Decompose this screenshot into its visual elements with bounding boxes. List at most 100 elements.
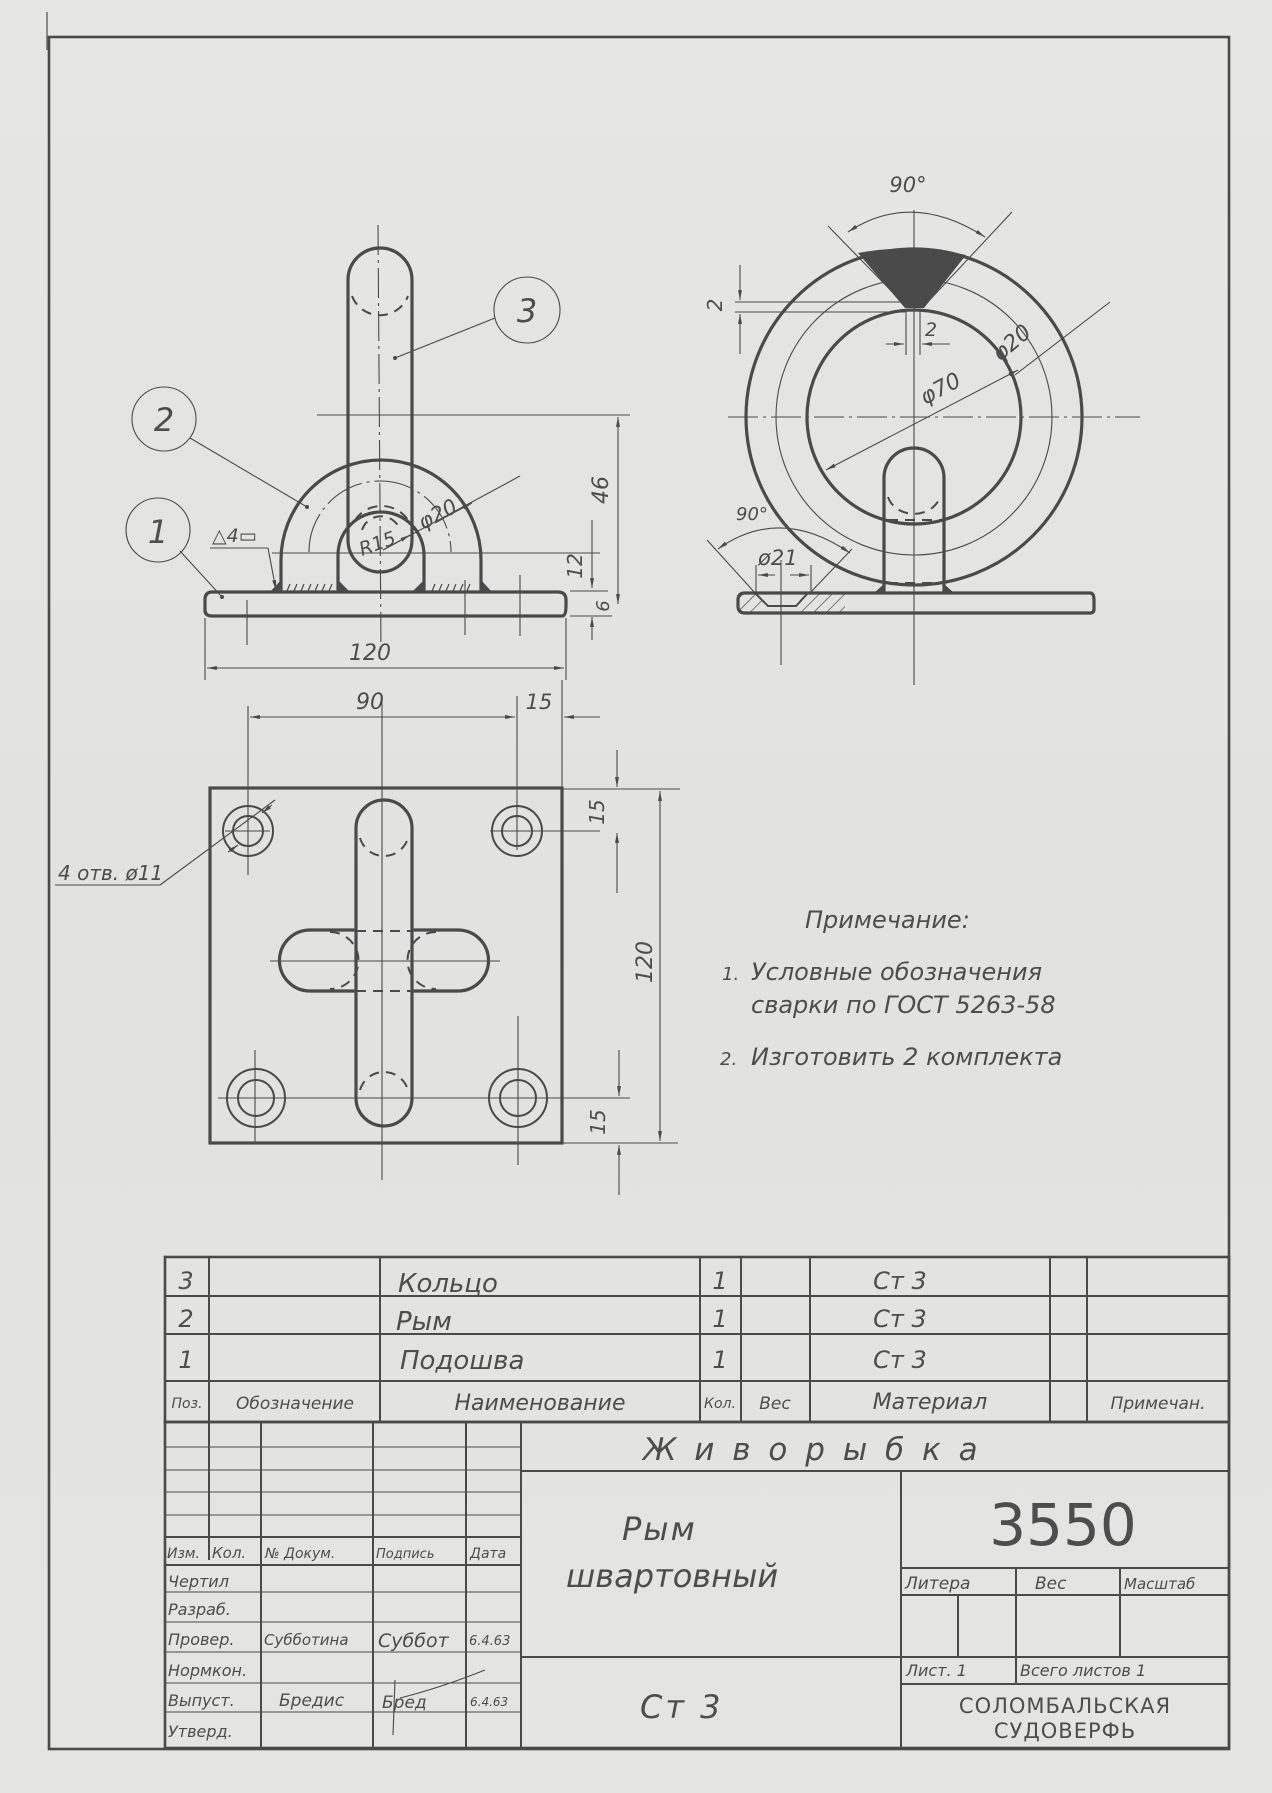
svg-text:Кольцо: Кольцо — [398, 1269, 498, 1299]
bolt-holes — [218, 805, 630, 1165]
svg-text:Разраб.: Разраб. — [168, 1600, 231, 1619]
svg-text:6.4.63: 6.4.63 — [469, 1634, 510, 1649]
weld-symbol-label: △4▭ — [212, 525, 257, 547]
svg-text:Выпуст.: Выпуст. — [168, 1691, 235, 1710]
approval-row: Утверд. — [168, 1722, 233, 1741]
plan-view: 90 15 15 120 15 4 отв. ø11 — [55, 680, 680, 1195]
parts-row: 3 Кольцо 1 Ст 3 — [178, 1267, 926, 1299]
side-view: 90° 2 2 φ70 φ20 90° ø21 — [703, 173, 1140, 685]
svg-text:1: 1 — [148, 513, 168, 551]
svg-text:Нормкон.: Нормкон. — [168, 1661, 247, 1680]
svg-text:Ст 3: Ст 3 — [873, 1346, 927, 1374]
sheet-label: Лист. 1 — [905, 1661, 967, 1680]
title-line-1: Рым — [622, 1510, 697, 1548]
base-plate-outline — [203, 590, 568, 618]
svg-text:Провер.: Провер. — [168, 1630, 235, 1649]
signature: Бред — [382, 1693, 427, 1713]
notes-heading: Примечание: — [805, 906, 970, 934]
edge-offset-h-dim: 15 — [526, 690, 553, 714]
plate-outline — [208, 786, 564, 1145]
diameter-dim: φ20 — [414, 494, 461, 534]
hole-spacing-dim: 90 — [356, 690, 384, 715]
gap-h-dim: 2 — [925, 319, 937, 341]
note-2: Изготовить 2 комплекта — [751, 1043, 1062, 1071]
svg-text:Кол.: Кол. — [704, 1396, 736, 1412]
project-name: Ж и в о р ы б к а — [641, 1432, 982, 1468]
parts-row: 1 Подошва 1 Ст 3 — [178, 1346, 926, 1376]
parts-row: 2 Рым 1 Ст 3 — [178, 1305, 926, 1337]
parts-list-header: Поз. Обозначение Наименование Кол. Вес М… — [172, 1390, 1206, 1416]
svg-text:Материал: Материал — [873, 1390, 988, 1415]
svg-text:1: 1 — [712, 1267, 727, 1295]
parts-list: 3 Кольцо 1 Ст 3 2 Рым 1 Ст 3 1 Подошва 1… — [163, 1255, 1231, 1424]
svg-text:Вес: Вес — [759, 1394, 791, 1414]
total-sheets-label: Всего листов 1 — [1020, 1661, 1146, 1680]
radius-dim: R15 — [356, 527, 399, 560]
edge-offset-bottom-dim: 15 — [586, 1109, 610, 1134]
revision-header: Изм. Кол. № Докум. Подпись Дата — [167, 1544, 506, 1562]
svg-text:Подошва: Подошва — [400, 1346, 524, 1376]
height-6-dim: 6 — [593, 600, 614, 611]
svg-text:Ст 3: Ст 3 — [873, 1305, 927, 1333]
callout-3: 3 — [393, 276, 561, 360]
height-12-dim: 12 — [563, 553, 587, 578]
svg-text:1: 1 — [712, 1305, 727, 1333]
svg-text:Подпись: Подпись — [376, 1547, 434, 1562]
callout-1: 1 — [125, 497, 224, 599]
approval-row: Нормкон. — [168, 1661, 247, 1680]
svg-text:№ Докум.: № Докум. — [264, 1546, 335, 1562]
title-line-2: швартовный — [566, 1557, 778, 1595]
svg-text:Дата: Дата — [469, 1546, 506, 1562]
angle-countersink-dim: 90° — [736, 504, 768, 525]
title-block: Изм. Кол. № Докум. Подпись Дата Чертил Р… — [163, 1420, 1231, 1750]
svg-text:6.4.63: 6.4.63 — [470, 1695, 508, 1709]
approval-row: Выпуст. Бредис Бред 6.4.63 — [168, 1691, 508, 1713]
edge-offset-top-dim: 15 — [585, 799, 609, 824]
scale-label: Масштаб — [1124, 1575, 1195, 1593]
svg-text:2.: 2. — [720, 1049, 737, 1070]
note-1-line-1: Условные обозначения — [751, 958, 1042, 986]
svg-text:Изм.: Изм. — [167, 1546, 200, 1562]
organization-line-1: СОЛОМБАЛЬСКАЯ — [959, 1694, 1171, 1718]
svg-text:Обозначение: Обозначение — [236, 1394, 354, 1414]
svg-text:2: 2 — [154, 401, 174, 439]
notes-block: Примечание: 1. Условные обозначения свар… — [720, 906, 1062, 1071]
svg-text:1: 1 — [178, 1346, 193, 1374]
front-view: △4▭ 3 2 1 R15 φ20 46 — [125, 224, 630, 680]
svg-text:Утверд.: Утверд. — [168, 1722, 233, 1741]
approval-row: Разраб. — [168, 1600, 231, 1619]
approval-row: Провер. Субботина Суббот 6.4.63 — [168, 1630, 510, 1652]
svg-text:Примечан.: Примечан. — [1111, 1394, 1206, 1414]
svg-text:1: 1 — [712, 1346, 727, 1374]
note-1-line-2: сварки по ГОСТ 5263-58 — [751, 991, 1056, 1019]
svg-text:Субботина: Субботина — [264, 1631, 349, 1649]
ring-rod-dia-dim: φ20 — [988, 320, 1037, 366]
width-120-dim: 120 — [349, 641, 391, 666]
height-46-dim: 46 — [589, 476, 614, 504]
angle-top-dim: 90° — [889, 173, 926, 197]
ring-inner-dia-dim: φ70 — [916, 368, 965, 410]
gap-v-dim: 2 — [703, 299, 727, 312]
svg-text:3: 3 — [178, 1267, 193, 1295]
callout-2: 2 — [131, 386, 309, 509]
svg-text:Наименование: Наименование — [455, 1391, 626, 1416]
svg-text:Чертил: Чертил — [168, 1572, 229, 1591]
svg-text:1.: 1. — [722, 964, 739, 985]
signature: Суббот — [378, 1630, 450, 1652]
overall-height-dim: 120 — [633, 941, 658, 983]
sheet-frame — [46, 12, 1231, 1751]
hole-dia-dim: ø21 — [757, 546, 798, 570]
ring-part-3 — [346, 246, 414, 574]
litera-label: Литера — [904, 1574, 970, 1594]
weight-label: Вес — [1035, 1574, 1067, 1594]
eye-part-2 — [279, 458, 483, 592]
organization-line-2: СУДОВЕРФЬ — [994, 1719, 1136, 1743]
drawing-number: 3550 — [989, 1491, 1137, 1559]
svg-text:Рым: Рым — [396, 1307, 452, 1337]
holes-note: 4 отв. ø11 — [58, 861, 163, 885]
butt-weld-fill — [858, 248, 966, 308]
ring-plan — [354, 798, 414, 1128]
material-field: Ст 3 — [640, 1688, 724, 1726]
